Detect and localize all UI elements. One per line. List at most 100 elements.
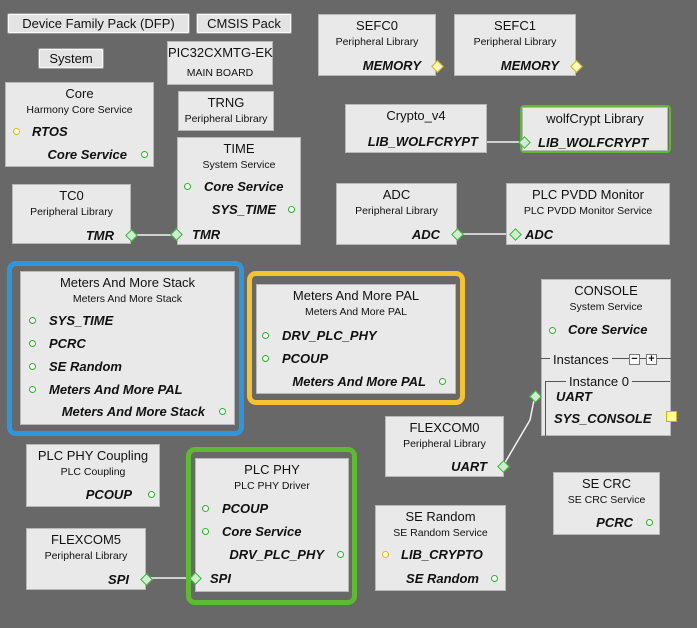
capability-port: Meters And More Stack bbox=[61, 404, 205, 419]
component-title: SEFC1 bbox=[494, 18, 536, 33]
dependency-port: ADC bbox=[525, 227, 554, 242]
capability-port: Core Service bbox=[47, 147, 128, 162]
component-title: Crypto_v4 bbox=[386, 108, 446, 123]
trng-component[interactable]: TRNG Peripheral Library bbox=[178, 91, 274, 131]
highlight-frame-blue bbox=[7, 261, 244, 436]
board-component[interactable]: PIC32CXMTG-EK MAIN BOARD bbox=[167, 41, 273, 85]
dependency-connector-icon[interactable] bbox=[202, 528, 209, 535]
component-title: Meters And More PAL bbox=[292, 288, 420, 303]
dfp-button[interactable]: Device Family Pack (DFP) bbox=[7, 13, 190, 34]
component-subtitle: MAIN BOARD bbox=[186, 67, 254, 79]
meters-and-more-stack-component[interactable]: Meters And More Stack Meters And More St… bbox=[20, 271, 235, 425]
capability-connector-icon[interactable] bbox=[288, 206, 295, 213]
component-title: FLEXCOM0 bbox=[409, 420, 480, 435]
dependency-connector-icon[interactable] bbox=[549, 327, 556, 334]
component-title: Meters And More Stack bbox=[59, 275, 196, 290]
dependency-port: UART bbox=[556, 389, 592, 404]
component-subtitle: Harmony Core Service bbox=[26, 104, 133, 116]
optional-dependency-icon[interactable] bbox=[382, 551, 389, 558]
capability-connector-icon[interactable] bbox=[491, 575, 498, 582]
flexcom0-component[interactable]: FLEXCOM0 Peripheral Library UART bbox=[385, 416, 510, 477]
dependency-connector-icon[interactable] bbox=[202, 505, 209, 512]
capability-connector-icon[interactable] bbox=[148, 491, 155, 498]
dependency-diamond-icon[interactable] bbox=[509, 228, 522, 241]
core-component[interactable]: Core Harmony Core Service RTOS Core Serv… bbox=[5, 82, 154, 167]
capability-connector-icon[interactable] bbox=[141, 151, 148, 158]
capability-port: ADC bbox=[411, 227, 440, 242]
console-component[interactable]: CONSOLE System Service Core Service Inst… bbox=[541, 279, 671, 436]
component-subtitle: PLC PVDD Monitor Service bbox=[523, 205, 653, 217]
remove-instance-button[interactable]: − bbox=[629, 354, 640, 365]
dependency-port: SPI bbox=[210, 571, 231, 586]
dependency-connector-icon[interactable] bbox=[29, 317, 36, 324]
component-title: TC0 bbox=[59, 188, 84, 203]
wolfcrypt-component[interactable]: wolfCrypt Library LIB_WOLFCRYPT bbox=[518, 107, 668, 151]
component-title: PLC PHY Coupling bbox=[37, 448, 149, 463]
component-subtitle: Peripheral Library bbox=[44, 550, 128, 562]
component-subtitle: Meters And More PAL bbox=[305, 306, 407, 318]
sefc0-component[interactable]: SEFC0 Peripheral Library MEMORY bbox=[318, 14, 444, 76]
component-title: PLC PHY bbox=[244, 462, 300, 477]
dependency-port: LIB_WOLFCRYPT bbox=[538, 135, 649, 150]
plc-phy-coupling-component[interactable]: PLC PHY Coupling PLC Coupling PCOUP bbox=[26, 444, 160, 507]
dependency-port: SYS_TIME bbox=[49, 313, 114, 328]
dependency-port: DRV_PLC_PHY bbox=[282, 328, 377, 343]
component-title: TRNG bbox=[207, 95, 245, 110]
crypto-v4-component[interactable]: Crypto_v4 LIB_WOLFCRYPT bbox=[345, 104, 487, 153]
component-subtitle: Peripheral Library bbox=[355, 205, 438, 217]
se-crc-component[interactable]: SE CRC SE CRC Service PCRC bbox=[553, 472, 660, 535]
capability-connector-icon[interactable] bbox=[337, 551, 344, 558]
plc-phy-component[interactable]: PLC PHY PLC PHY Driver PCOUP Core Servic… bbox=[189, 458, 349, 592]
component-title: SE CRC bbox=[581, 476, 632, 491]
adc-component[interactable]: ADC Peripheral Library ADC bbox=[336, 183, 464, 245]
optional-dependency-icon[interactable] bbox=[13, 128, 20, 135]
dependency-port: Core Service bbox=[204, 179, 284, 194]
dependency-port: Core Service bbox=[222, 524, 302, 539]
system-button[interactable]: System bbox=[38, 48, 104, 69]
dependency-connector-icon[interactable] bbox=[262, 355, 269, 362]
dependency-connector-icon[interactable] bbox=[184, 183, 191, 190]
instance-0-label[interactable]: Instance 0 bbox=[566, 374, 632, 389]
dependency-port: LIB_CRYPTO bbox=[401, 547, 483, 562]
instances-label: Instances bbox=[550, 352, 612, 367]
component-title: Core bbox=[65, 86, 94, 101]
component-subtitle: Peripheral Library bbox=[403, 438, 486, 450]
dependency-connector-icon[interactable] bbox=[262, 332, 269, 339]
dependency-port: PCOUP bbox=[282, 351, 329, 366]
capability-port: SYS_TIME bbox=[211, 202, 276, 217]
capability-port: PCOUP bbox=[85, 487, 132, 502]
capability-port: MEMORY bbox=[500, 58, 559, 73]
component-subtitle: System Service bbox=[569, 301, 643, 313]
cmsis-pack-button[interactable]: CMSIS Pack bbox=[196, 13, 292, 34]
highlight-frame-green bbox=[186, 447, 357, 605]
time-component[interactable]: TIME System Service Core Service SYS_TIM… bbox=[170, 137, 301, 245]
capability-port: PCRC bbox=[596, 515, 633, 530]
capability-port: SPI bbox=[108, 572, 129, 587]
dependency-connector-icon[interactable] bbox=[29, 363, 36, 370]
capability-port: DRV_PLC_PHY bbox=[229, 547, 324, 562]
capability-connector-icon[interactable] bbox=[646, 519, 653, 526]
dependency-connector-icon[interactable] bbox=[29, 386, 36, 393]
component-title: SEFC0 bbox=[356, 18, 398, 33]
meters-and-more-pal-component[interactable]: Meters And More PAL Meters And More PAL … bbox=[256, 284, 456, 394]
plc-pvdd-monitor-component[interactable]: PLC PVDD Monitor PLC PVDD Monitor Servic… bbox=[506, 183, 670, 245]
sys-console-square-icon[interactable] bbox=[666, 411, 677, 422]
flexcom5-component[interactable]: FLEXCOM5 Peripheral Library SPI bbox=[26, 528, 153, 590]
capability-port: SE Random bbox=[406, 571, 479, 586]
capability-port: LIB_WOLFCRYPT bbox=[367, 134, 478, 149]
component-subtitle: PLC PHY Driver bbox=[234, 480, 310, 492]
tc0-component[interactable]: TC0 Peripheral Library TMR bbox=[12, 184, 138, 244]
capability-port: UART bbox=[451, 459, 487, 474]
component-subtitle: SE Random Service bbox=[393, 527, 488, 539]
component-subtitle: Peripheral Library bbox=[30, 206, 113, 218]
dependency-connector-icon[interactable] bbox=[29, 340, 36, 347]
se-random-component[interactable]: SE Random SE Random Service LIB_CRYPTO S… bbox=[375, 505, 506, 591]
dependency-port: Core Service bbox=[568, 322, 648, 337]
component-subtitle: Peripheral Library bbox=[335, 36, 419, 48]
sefc1-component[interactable]: SEFC1 Peripheral Library MEMORY bbox=[454, 14, 583, 76]
component-subtitle: Peripheral Library bbox=[184, 113, 268, 125]
capability-connector-icon[interactable] bbox=[439, 378, 446, 385]
add-instance-button[interactable]: + bbox=[646, 354, 657, 365]
highlight-frame-yellow bbox=[247, 271, 465, 405]
capability-connector-icon[interactable] bbox=[219, 408, 226, 415]
